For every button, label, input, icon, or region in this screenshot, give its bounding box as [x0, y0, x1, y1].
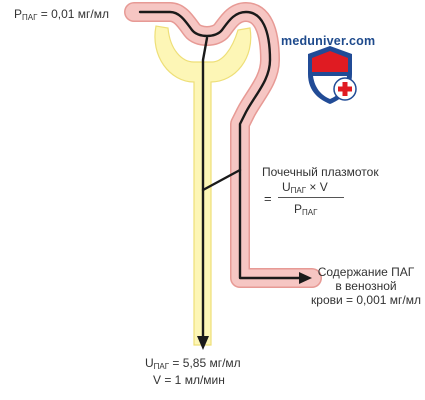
p-prefix: P — [14, 7, 23, 21]
venous-line-1: Содержание ПАГ — [317, 265, 415, 279]
venous-arrowhead — [299, 272, 312, 284]
blood-flow-line — [138, 10, 302, 280]
venous-line-3: крови = 0,001 мг/мл — [311, 293, 421, 307]
shield-cross-icon — [308, 46, 357, 104]
renal-plasma-flow-formula: UПАГ × V = PПАГ — [264, 180, 346, 222]
formula-den-subscript: ПАГ — [302, 208, 318, 217]
urine-flow-rate-label: V = 1 мл/мин — [153, 373, 225, 387]
formula-den-prefix: P — [294, 202, 303, 216]
formula-num-prefix: U — [282, 180, 291, 194]
fraction-bar — [278, 197, 344, 198]
formula-num-subscript: ПАГ — [290, 186, 307, 195]
u-subscript: ПАГ — [153, 362, 170, 371]
pah-flow-lines — [138, 10, 302, 338]
venous-pah-content-label: Содержание ПАГ в венозной крови = 0,001 … — [307, 265, 425, 307]
renal-plasma-flow-title: Почечный плазмоток — [262, 165, 379, 179]
formula-num-rest: × V — [306, 180, 328, 194]
formula-denominator: PПАГ — [294, 202, 318, 217]
urine-pah-concentration-label: UПАГ = 5,85 мг/мл — [145, 356, 241, 372]
watermark-text: meduniver.com — [281, 34, 376, 48]
p-value: = 0,01 мг/мл — [37, 7, 110, 21]
u-value: = 5,85 мг/мл — [169, 356, 241, 370]
secretion-line — [201, 168, 242, 192]
p-subscript: ПАГ — [22, 13, 38, 22]
formula-numerator: UПАГ × V — [282, 180, 328, 195]
plasma-pah-concentration-label: PПАГ = 0,01 мг/мл — [14, 7, 109, 23]
filtration-line — [201, 36, 209, 338]
urine-arrowhead — [197, 336, 209, 350]
u-prefix: U — [145, 356, 154, 370]
formula-equals-sign: = — [264, 191, 272, 206]
venous-line-2: в венозной — [335, 279, 397, 293]
